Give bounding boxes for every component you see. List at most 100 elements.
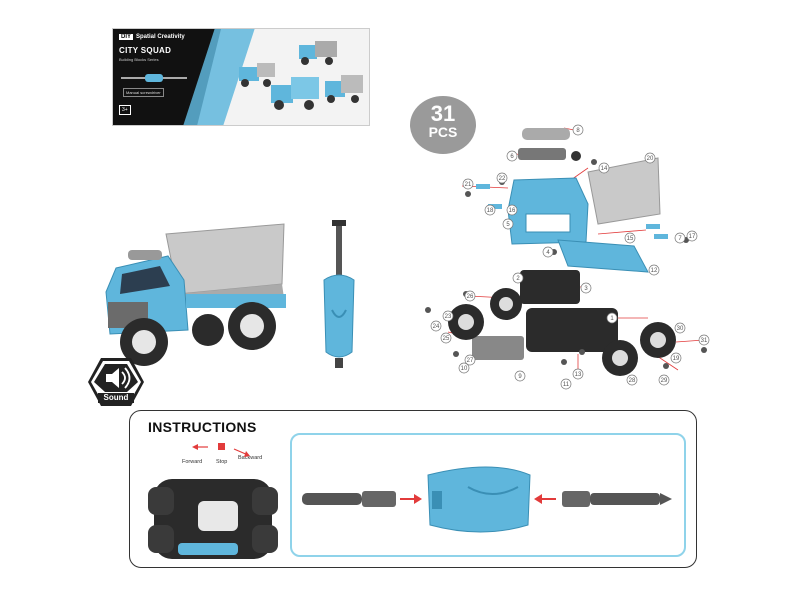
backward-label: Backward [238,455,263,461]
pieces-unit: PCS [428,124,458,140]
arrow-right-icon [414,494,422,504]
part-number-label: 29 [661,378,668,384]
part-number-badge [458,362,470,374]
part-number-badge [542,246,554,258]
brand-name: Spatial Creativity [136,34,185,40]
arrow-left-icon [534,494,542,504]
part-number-badge [624,232,636,244]
exploded-parts-diagram: 1234567891011121314151617181920212223242… [425,124,710,390]
sound-badge: Sound [86,356,146,408]
age-badge: 3+ [119,105,131,115]
switch-diagram [148,443,278,559]
part-number-label: 24 [433,324,440,330]
part-number-label: 18 [487,208,494,214]
part-number-label: 25 [443,336,450,342]
mini-truck-4 [325,75,363,103]
tool-assembly-diagram [302,466,672,533]
speaker-icon [88,358,144,406]
assembled-truck-image [105,223,286,366]
part-number-label: 13 [575,372,582,378]
tool-caption: Manual screwdriver [123,88,164,97]
sound-label: Sound [103,393,129,402]
part-number-badge [598,162,610,174]
screwdriver-icon [121,74,187,82]
part-number-badge [462,178,474,190]
part-number-label: 26 [467,294,474,300]
part-number-label: 31 [701,338,708,344]
part-number-label: 23 [445,314,452,320]
part-chassis-top [557,239,649,273]
part-number-badge [674,232,686,244]
forward-label: Forward [182,459,203,465]
package-title: CITY SQUAD [119,46,172,55]
cross-bit-image [562,491,672,507]
part-number-label: 12 [651,268,658,274]
part-number-badge [506,150,518,162]
part-number-badge [644,152,656,164]
part-number-badge [496,172,508,184]
part-number-badge [442,310,454,322]
part-number-label: 2 [516,276,520,282]
part-number-label: 27 [467,358,474,364]
part-number-label: 3 [584,286,588,292]
part-number-label: 6 [510,154,514,160]
part-number-badge [658,374,670,386]
part-number-label: 5 [506,222,510,228]
part-frame-front [520,270,580,304]
part-number-badge [580,282,592,294]
part-bumper [472,336,524,360]
part-number-badge [502,218,514,230]
part-number-badge [572,124,584,136]
part-number-badge [670,352,682,364]
instructions-panel: INSTRUCTIONS Forward Stop Backward [129,410,697,568]
brand-badge: DIY [119,34,134,40]
part-number-label: 28 [629,378,636,384]
part-number-label: 1 [610,316,614,322]
part-number-label: 16 [509,208,516,214]
part-number-badge [464,290,476,302]
instructions-title: INSTRUCTIONS [148,419,257,435]
part-number-badge [440,332,452,344]
part-number-badge [464,354,476,366]
part-number-label: 14 [601,166,608,172]
part-number-label: 7 [678,236,682,242]
forward-arrow-icon [192,444,198,450]
part-number-label: 22 [499,176,506,182]
part-number-badge [698,334,710,346]
part-number-badge [506,204,518,216]
part-number-badge [430,320,442,332]
part-number-label: 11 [563,382,570,388]
part-number-badge [626,374,638,386]
flat-bit-image [302,491,396,507]
part-number-badge [648,264,660,276]
part-number-label: 20 [647,156,654,162]
part-number-badge [674,322,686,334]
part-bed [587,157,661,225]
stop-indicator [218,443,225,450]
part-number-badge [606,312,618,324]
part-number-badge [560,378,572,390]
part-number-badge [686,230,698,242]
part-number-label: 17 [689,234,696,240]
mini-truck-2 [271,77,319,110]
part-number-label: 4 [546,250,550,256]
part-number-label: 15 [627,236,634,242]
part-motor-housing [526,308,618,352]
part-grille [518,148,566,160]
part-number-label: 8 [576,128,580,134]
part-cab [507,177,589,245]
backward-arrow-icon [244,451,250,457]
part-number-label: 21 [465,182,472,188]
part-number-label: 19 [673,356,680,362]
battery-cover [198,501,238,531]
pieces-badge: 31 PCS [410,96,476,154]
screwdriver-tool-image [323,220,355,368]
pieces-count: 31 [430,101,456,126]
part-number-badge [512,272,524,284]
handle-image [427,466,531,533]
package-subtitle: Building Blocks Series [119,57,159,62]
package-trucks-image [239,41,363,110]
part-number-badge [572,368,584,380]
